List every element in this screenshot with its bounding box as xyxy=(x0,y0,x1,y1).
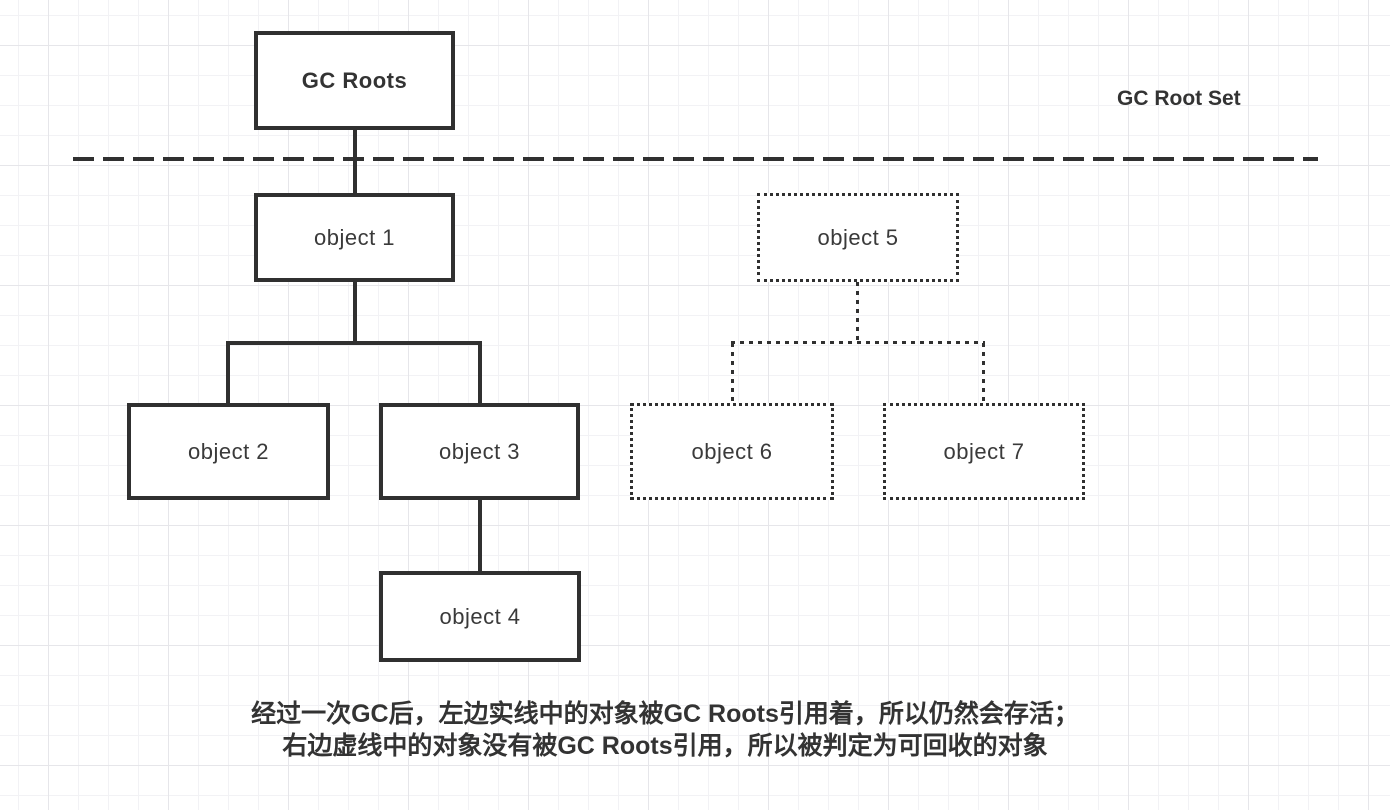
node-object-4: object 4 xyxy=(379,571,581,662)
node-object-3-label: object 3 xyxy=(438,438,521,464)
node-object-2-label: object 2 xyxy=(187,438,270,464)
node-gc-roots: GC Roots xyxy=(254,31,455,130)
root-set-divider-dashed-line xyxy=(73,157,1318,161)
connector-gcroots-object1 xyxy=(353,130,357,193)
node-object-2: object 2 xyxy=(127,403,330,500)
connector-branch-object6-dotted xyxy=(731,343,734,403)
node-object-6: object 6 xyxy=(630,403,834,500)
node-object-6-label: object 6 xyxy=(691,438,773,464)
root-set-label: GC Root Set xyxy=(1117,87,1241,110)
connector-object5-branch-dotted xyxy=(731,341,985,344)
node-object-5: object 5 xyxy=(757,193,959,282)
caption-line-1: 经过一次GC后，左边实线中的对象被GC Roots引用着，所以仍然会存活； xyxy=(251,700,1079,728)
node-object-7: object 7 xyxy=(883,403,1085,500)
connector-object5-stem-dotted xyxy=(856,282,859,343)
connector-branch-object7-dotted xyxy=(982,343,985,403)
connector-branch-object3 xyxy=(478,343,482,403)
node-object-5-label: object 5 xyxy=(817,224,899,250)
connector-object3-object4 xyxy=(478,500,482,571)
connector-object1-stem xyxy=(353,282,357,343)
node-object-1-label: object 1 xyxy=(313,224,396,250)
node-object-4-label: object 4 xyxy=(439,603,521,629)
connector-object1-branch xyxy=(226,341,482,345)
caption: 经过一次GC后，左边实线中的对象被GC Roots引用着，所以仍然会存活； 右边… xyxy=(0,698,1330,762)
node-object-7-label: object 7 xyxy=(943,438,1025,464)
node-object-1: object 1 xyxy=(254,193,455,282)
node-object-3: object 3 xyxy=(379,403,580,500)
node-gc-roots-label: GC Roots xyxy=(301,67,408,93)
caption-line-2: 右边虚线中的对象没有被GC Roots引用，所以被判定为可回收的对象 xyxy=(282,732,1048,760)
connector-branch-object2 xyxy=(226,343,230,403)
